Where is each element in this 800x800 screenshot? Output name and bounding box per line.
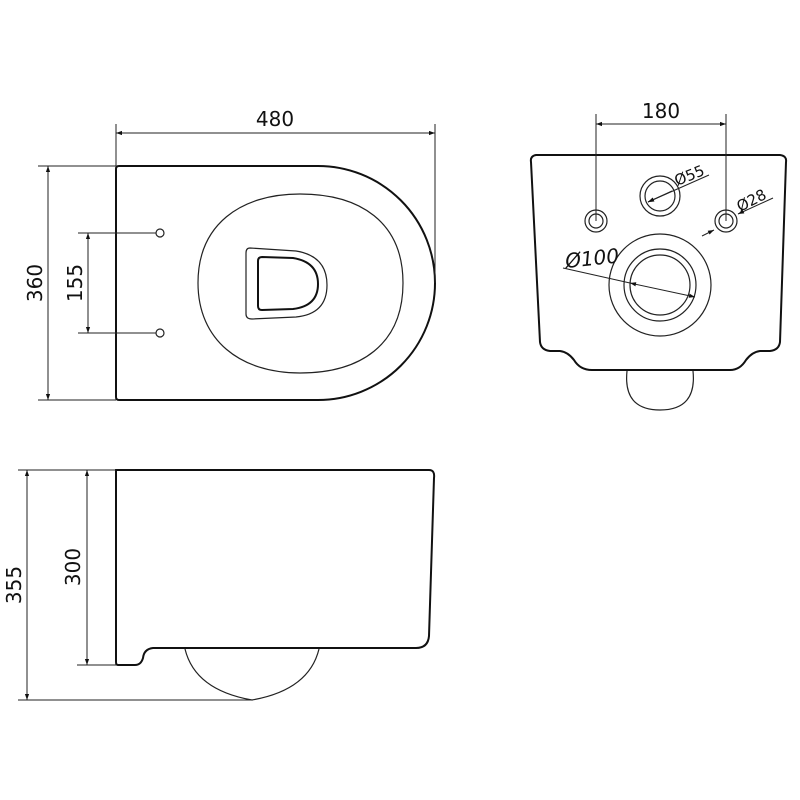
dimension-depth-label: 360 — [23, 264, 47, 302]
dimension-overall-height-label: 355 — [2, 566, 26, 604]
inlet-inner — [644, 180, 676, 212]
fixing-hole-bottom — [155, 328, 165, 338]
outlet-mid-ring — [623, 248, 697, 322]
dimension-fixing-spacing-label: 155 — [63, 264, 87, 302]
dimension-fixing-hole-label: Ø28 — [734, 185, 770, 215]
outlet-outer-ring — [608, 233, 712, 337]
side-view-outline — [115, 469, 436, 666]
dimension-width-label: 480 — [256, 107, 294, 131]
outlet-pipe — [626, 370, 694, 411]
top-view-outline — [115, 165, 436, 401]
drain-outer — [245, 247, 328, 320]
fixing-hole-top — [155, 228, 165, 238]
rear-view: 180 Ø55 Ø28 Ø100 — [529, 99, 788, 411]
drain-inner — [257, 255, 320, 312]
seat-rim — [197, 193, 404, 374]
top-view: 480 360 155 — [23, 107, 436, 401]
dimension-line-d100 — [562, 267, 631, 284]
dimension-inlet-label: Ø55 — [672, 161, 707, 189]
inlet-outer — [639, 175, 681, 217]
bowl-profile — [184, 648, 320, 701]
rear-view-outline — [529, 154, 788, 371]
dimension-rear-spacing-label: 180 — [642, 99, 680, 123]
dimension-line-d28 — [701, 229, 715, 237]
dimension-outlet-label: Ø100 — [563, 243, 620, 273]
side-view: 355 300 — [2, 469, 436, 701]
dimension-body-height-label: 300 — [61, 548, 85, 586]
